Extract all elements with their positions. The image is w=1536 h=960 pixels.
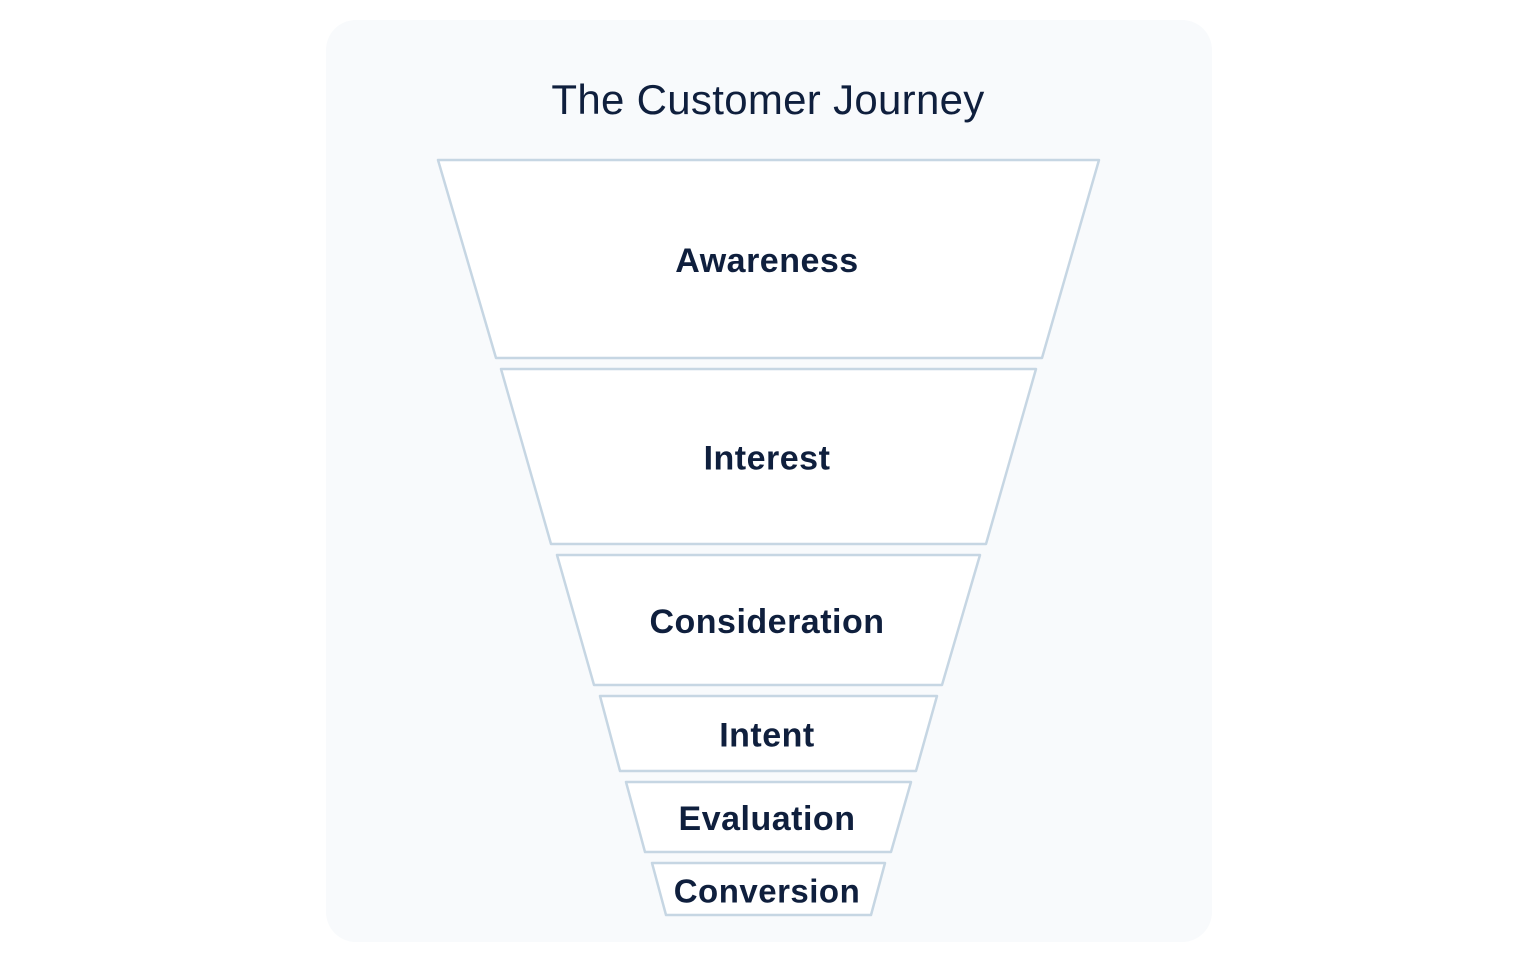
funnel-stage-intent: Intent [598,694,939,773]
funnel-stage-consideration: Consideration [555,553,982,687]
funnel-stage-interest: Interest [499,367,1038,546]
funnel-stage-label: Conversion [674,873,861,910]
diagram-title: The Customer Journey [551,76,985,123]
funnel-stage-shape [650,861,887,917]
funnel-stage-awareness: Awareness [436,158,1101,360]
funnel-stage-shape [555,553,982,687]
funnel-stage-label: Intent [719,717,815,755]
funnel-stage-label: Consideration [649,603,884,641]
funnel-stage-shape [624,780,913,854]
funnel-stage-shape [598,694,939,773]
funnel-stage-label: Evaluation [679,800,856,838]
funnel-stage-evaluation: Evaluation [624,780,913,854]
funnel-stage-shape [499,367,1038,546]
funnel-stage-shape [436,158,1101,360]
funnel-stage-label: Interest [704,440,831,478]
funnel-stage-label: Awareness [675,242,858,280]
funnel-stage-conversion: Conversion [650,861,887,917]
